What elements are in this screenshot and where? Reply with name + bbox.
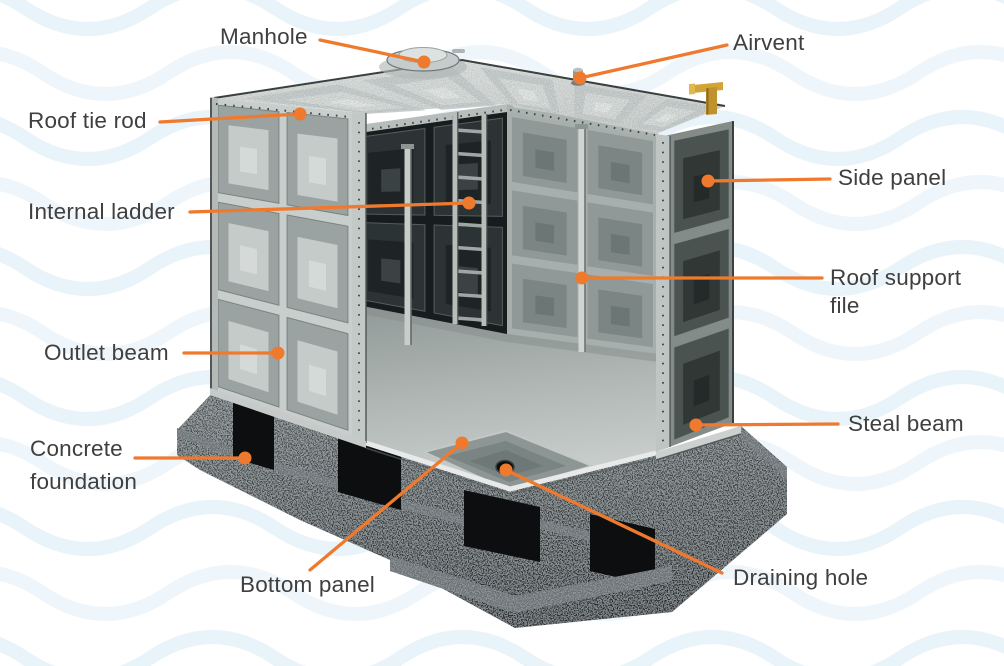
ladder-part xyxy=(455,175,485,181)
callout-line-manhole xyxy=(318,38,426,64)
ladder-part xyxy=(455,222,485,228)
label-concrete-line1: Concrete xyxy=(30,436,123,461)
panel-facet xyxy=(381,258,401,284)
steel-beam-right xyxy=(656,426,741,460)
panel-facet xyxy=(610,162,630,184)
callout-line-roof-tie-rod xyxy=(158,112,302,124)
overflow-pipe xyxy=(689,82,723,115)
floor-edge-trims xyxy=(365,440,657,495)
rim-rivets-right xyxy=(509,109,656,136)
panel-facet xyxy=(309,156,326,186)
callout-dot-draining-hole xyxy=(499,463,513,477)
label-internal-ladder: Internal ladder xyxy=(28,199,175,224)
ladder-part xyxy=(455,151,485,158)
label-bottom-panel: Bottom panel xyxy=(240,572,375,597)
internal-ladder xyxy=(452,112,488,326)
left-face-panels xyxy=(217,104,349,431)
back-right-wall-rim xyxy=(507,104,658,138)
callout-dot-concrete xyxy=(238,451,252,465)
panel-facet xyxy=(610,233,630,255)
callout-line-draining-hole xyxy=(504,468,724,575)
panel-facet xyxy=(535,295,555,317)
callout-line-airvent xyxy=(578,43,729,80)
left-face-top-rivets xyxy=(215,103,351,118)
callout-dot-roof-support xyxy=(575,271,589,285)
label-roof-tie-rod: Roof tie rod xyxy=(28,108,147,133)
callout-line-side-panel xyxy=(706,177,832,183)
callout-line-internal-ladder xyxy=(188,201,471,214)
panel-facet xyxy=(309,260,326,291)
label-steal-beam: Steal beam xyxy=(848,411,964,436)
back-left-wall-rim xyxy=(352,104,507,134)
concrete-foundation xyxy=(177,388,787,628)
callout-dot-roof-tie-rod xyxy=(293,107,307,121)
side-face-panels xyxy=(673,128,730,442)
callouts xyxy=(133,38,840,575)
tank-roof xyxy=(213,47,726,134)
roof-ridge-edge xyxy=(213,58,726,107)
tank-interior xyxy=(352,104,658,495)
panel-facet xyxy=(535,222,555,244)
tank-outer xyxy=(210,97,742,461)
callout-dot-outlet-beam xyxy=(271,346,285,360)
callout-dots xyxy=(238,55,715,477)
ladder-part xyxy=(455,128,485,134)
panel-facet xyxy=(693,374,710,407)
panel-facet xyxy=(610,305,630,327)
callout-dot-manhole xyxy=(417,55,431,69)
ladder-part xyxy=(455,316,485,322)
panel-facet xyxy=(309,364,326,397)
left-cut-rim xyxy=(352,112,366,443)
panel-facet xyxy=(381,168,401,192)
steel-beam-left xyxy=(210,388,366,448)
label-side-panel: Side panel xyxy=(838,165,946,190)
label-concrete-line2: foundation xyxy=(30,469,137,494)
left-corner-post xyxy=(210,97,218,392)
panel-facet xyxy=(240,245,257,275)
ladder-part xyxy=(455,292,485,299)
callout-dot-internal-ladder xyxy=(462,196,476,210)
panel-facet xyxy=(240,146,257,175)
label-manhole: Manhole xyxy=(220,24,308,49)
callout-dot-side-panel xyxy=(701,174,715,188)
label-roof-support-line1: Roof support xyxy=(830,265,962,290)
callout-dot-airvent xyxy=(573,71,587,85)
label-airvent: Airvent xyxy=(733,30,805,55)
interior-right-panels xyxy=(511,115,654,349)
panel-facet xyxy=(693,273,710,305)
callout-labels: Manhole Airvent Roof tie rod Internal la… xyxy=(28,24,964,597)
ladder-part xyxy=(455,245,485,252)
callout-dot-steal-beam xyxy=(689,418,703,432)
panel-facet xyxy=(535,149,555,171)
callout-dot-bottom-panel xyxy=(455,436,469,450)
callout-line-steal-beam xyxy=(694,422,840,427)
right-cut-rim xyxy=(656,134,670,452)
roof-support-pipes xyxy=(401,124,588,352)
label-draining-hole: Draining hole xyxy=(733,565,868,590)
label-outlet-beam: Outlet beam xyxy=(44,340,169,365)
rim-rivets-left xyxy=(355,109,505,132)
foundation-gaps xyxy=(233,394,655,586)
ladder-part xyxy=(455,269,485,275)
callout-line-bottom-panel xyxy=(308,441,464,572)
label-roof-support-line2: file xyxy=(830,293,860,318)
